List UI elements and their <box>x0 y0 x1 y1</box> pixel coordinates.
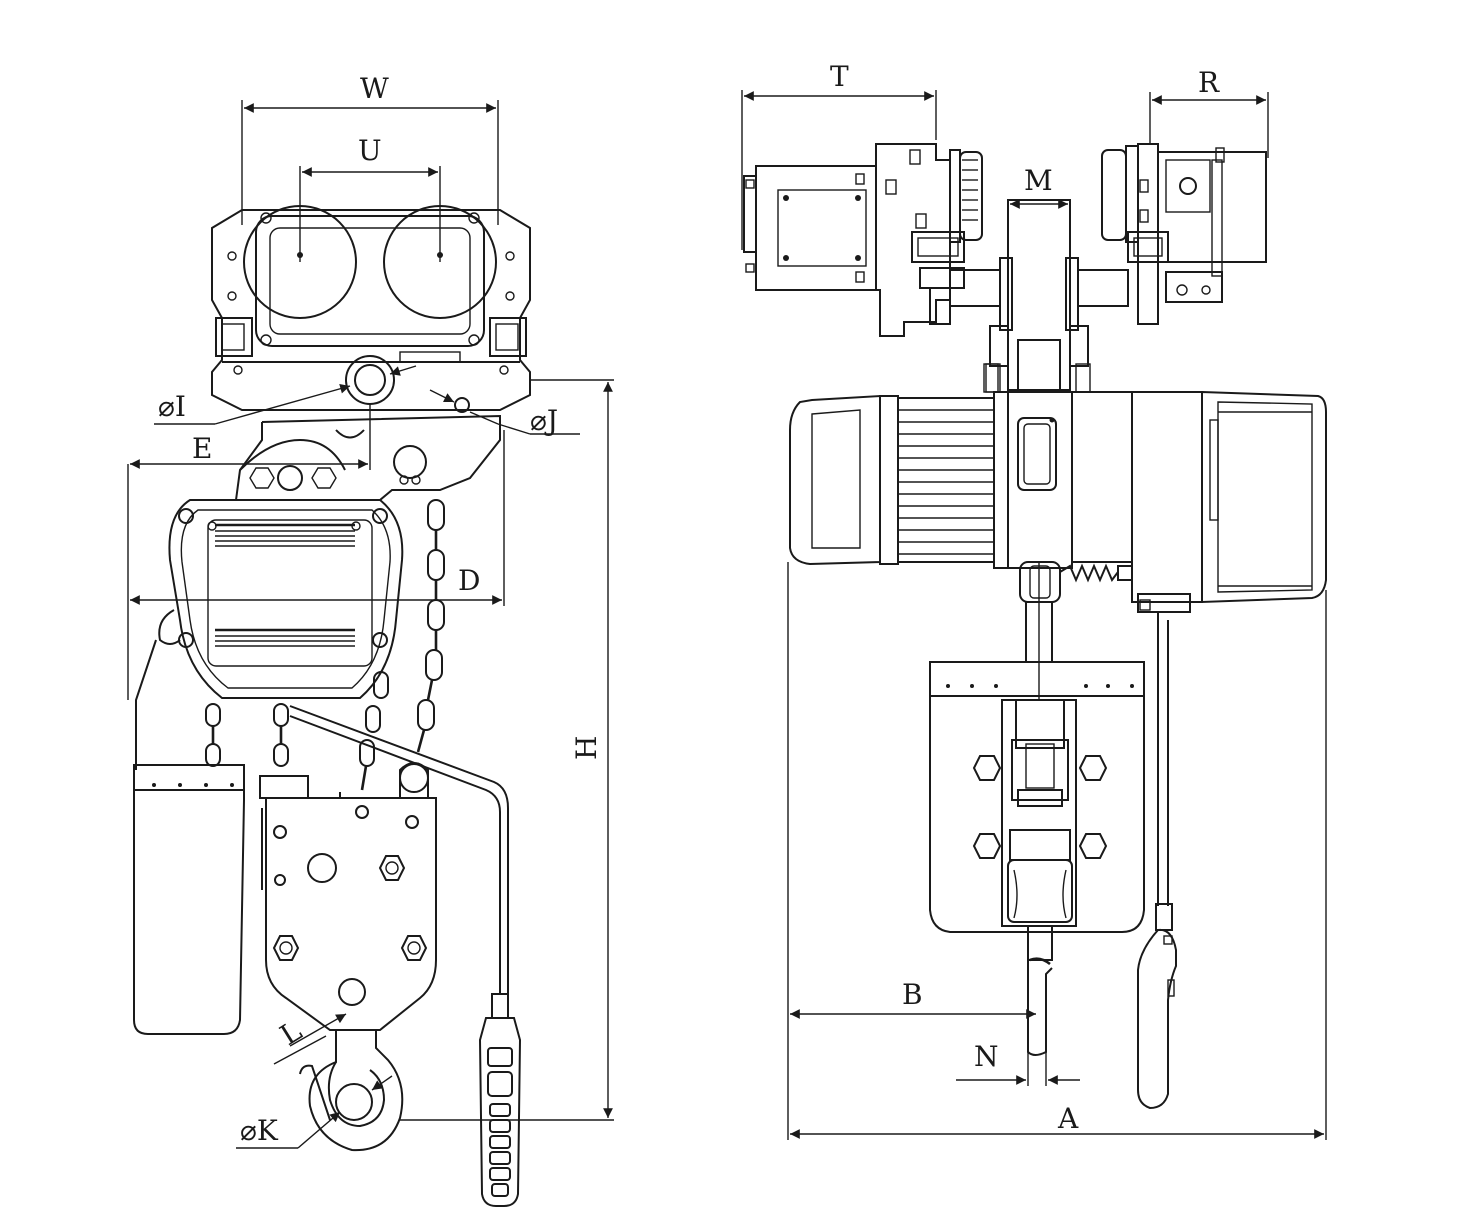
side-view: T R M B N A <box>741 60 1327 1140</box>
trolley-motor <box>743 143 983 337</box>
front-view: W U ⌀I ⌀J E D H L ⌀K <box>127 72 614 1207</box>
label-J: ⌀J <box>530 404 558 437</box>
label-I: ⌀I <box>158 390 186 423</box>
hook-front <box>299 1030 404 1152</box>
chain-container <box>133 764 245 1035</box>
hoist-body-front <box>135 499 404 770</box>
chain-guide <box>1019 561 1133 700</box>
hook-block-side <box>972 699 1108 961</box>
hook-block <box>261 762 437 1031</box>
label-D: D <box>458 564 480 597</box>
hook-side <box>1027 957 1053 1056</box>
trolley-idler <box>1101 143 1267 325</box>
label-B: B <box>902 978 923 1011</box>
pendant-front <box>289 705 522 1207</box>
label-U: U <box>358 134 382 167</box>
chain-container-side <box>929 661 1145 933</box>
suspension-yoke <box>234 414 501 501</box>
label-M: M <box>1024 164 1053 197</box>
label-E: E <box>192 432 212 465</box>
label-R: R <box>1198 66 1220 99</box>
label-N: N <box>974 1040 999 1073</box>
front-dimensions <box>127 100 614 1149</box>
load-chain-left <box>205 703 309 799</box>
label-H: H <box>570 736 603 760</box>
label-L: L <box>274 1014 307 1052</box>
trolley-front <box>211 205 531 413</box>
pendant-side <box>1137 620 1177 1110</box>
label-A: A <box>1057 1102 1079 1135</box>
label-T: T <box>830 60 849 93</box>
hand-chain <box>359 499 445 791</box>
hoist-body-side <box>789 363 1327 620</box>
side-dimensions <box>741 90 1327 1140</box>
label-W: W <box>360 72 389 105</box>
label-K: ⌀K <box>240 1114 279 1147</box>
